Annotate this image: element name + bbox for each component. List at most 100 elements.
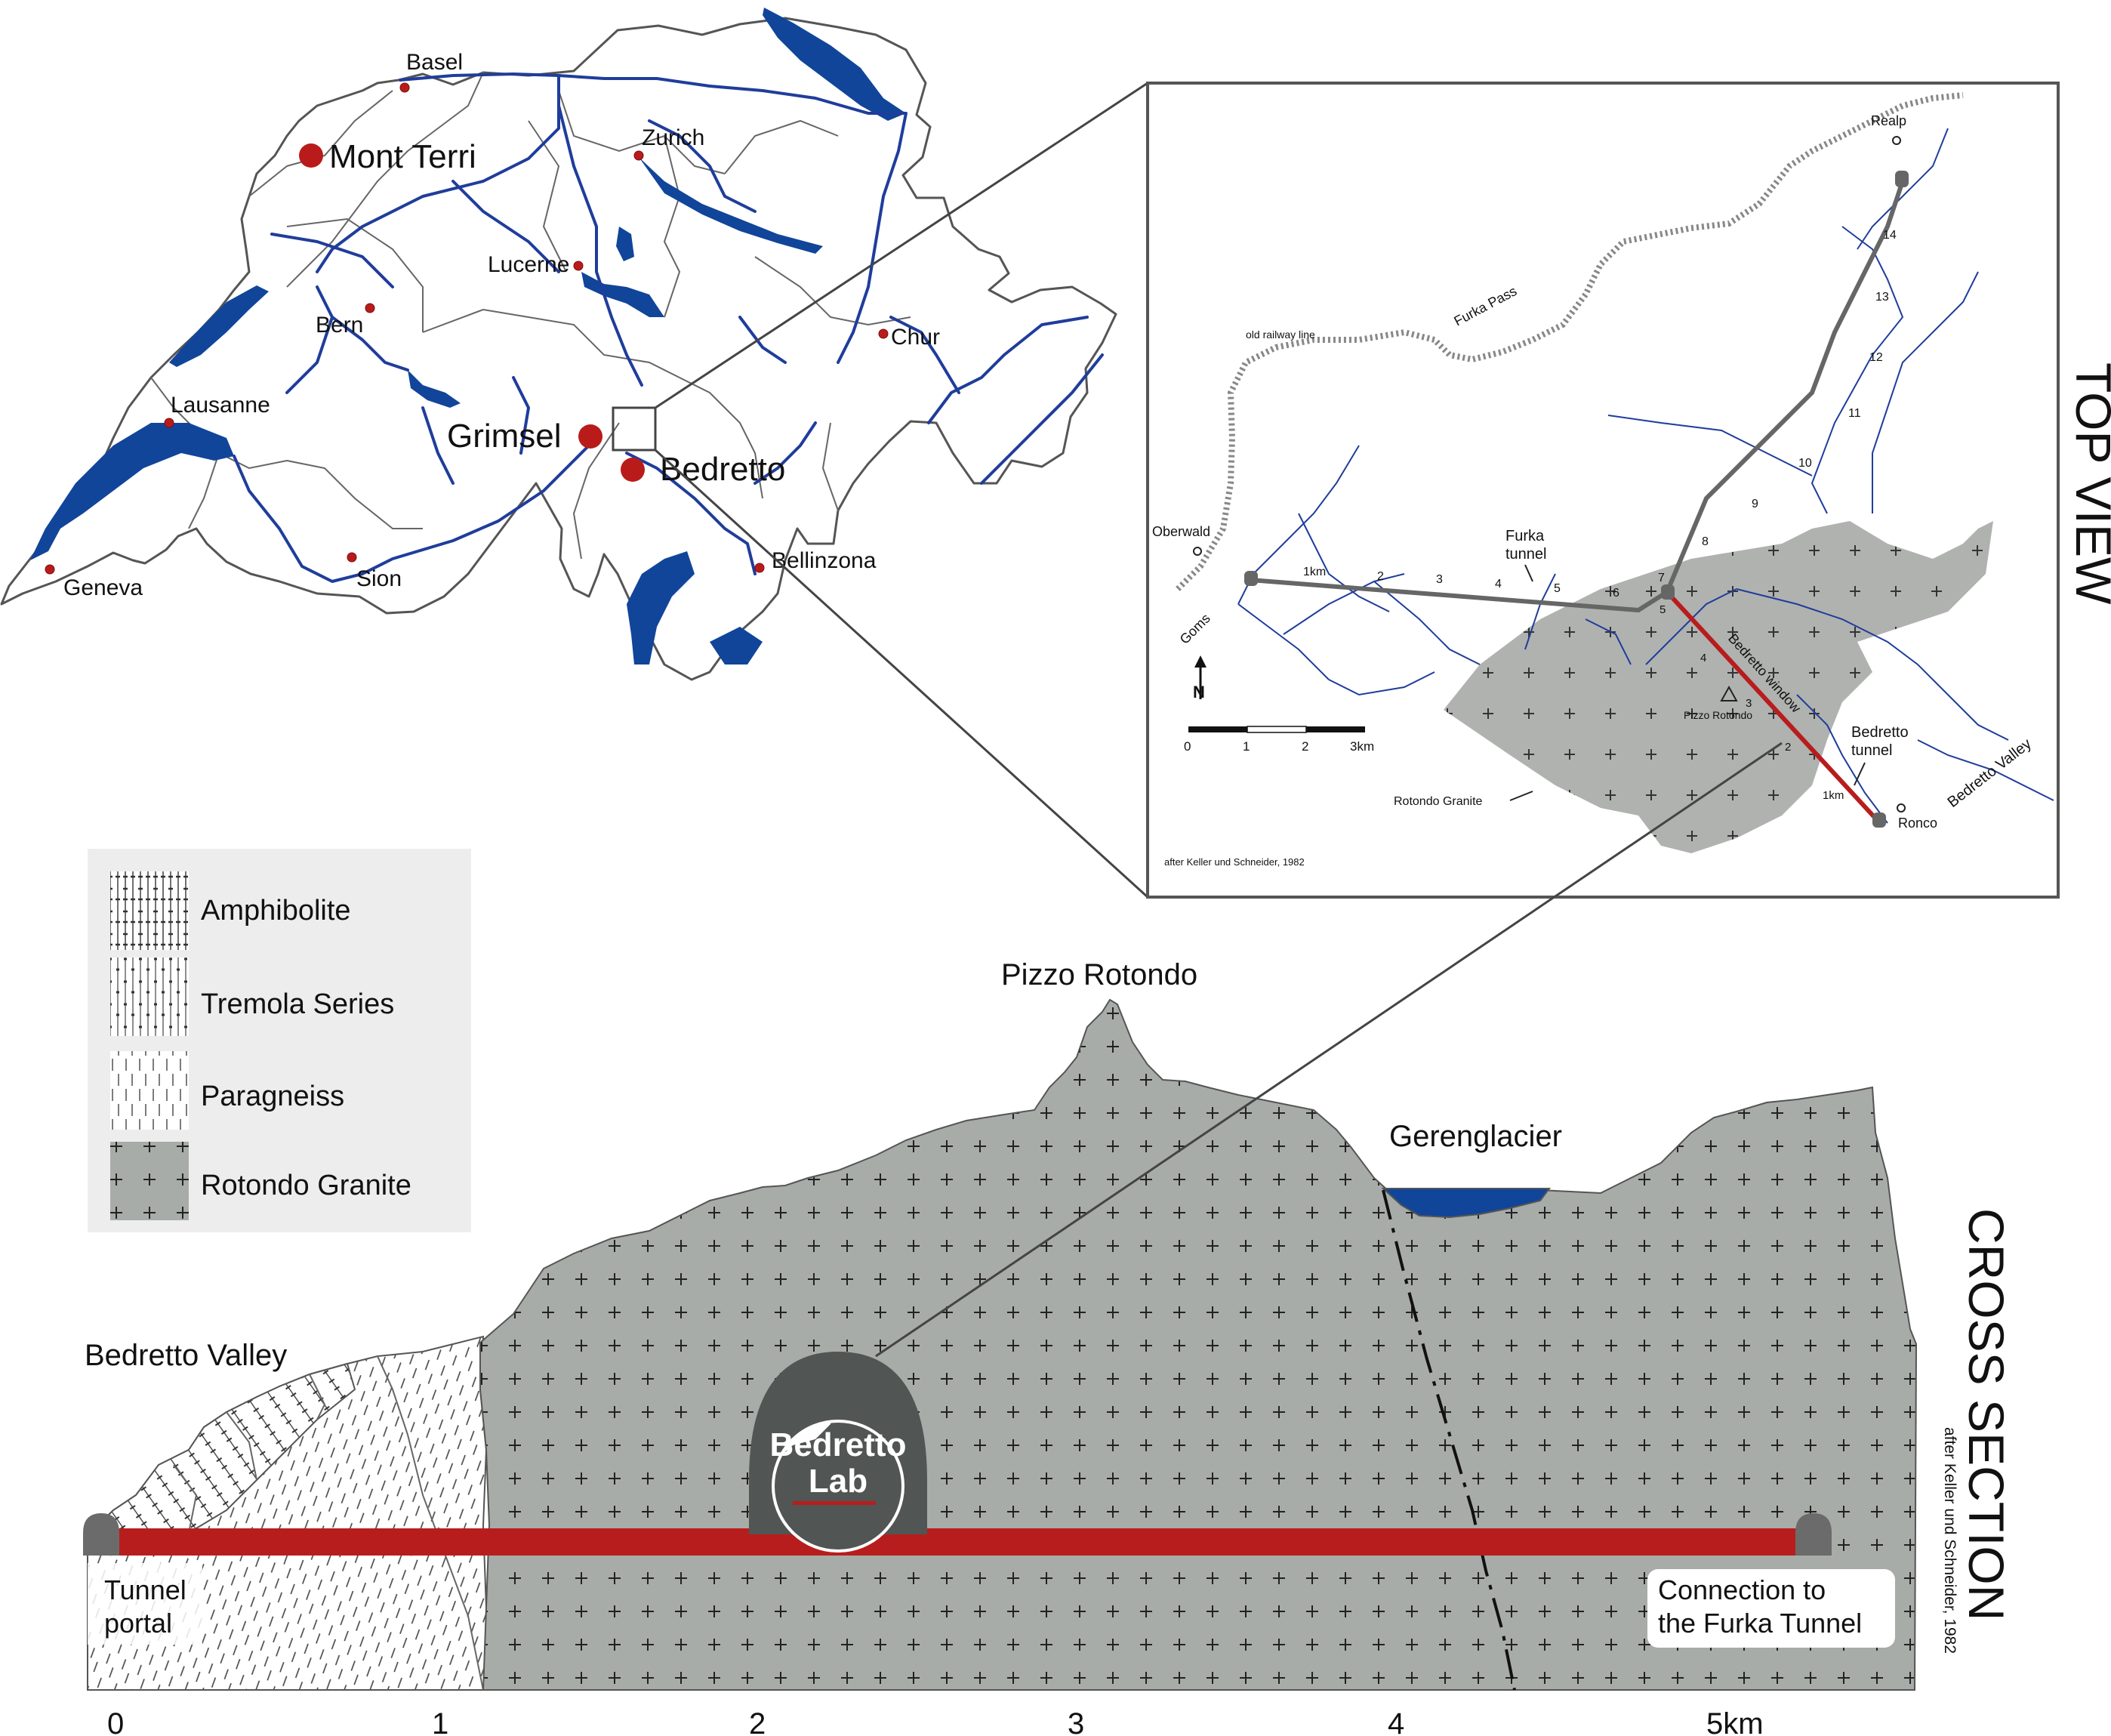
lab-dot-grimsel — [578, 424, 602, 449]
lake-geneva — [30, 423, 234, 560]
scale-bar: 0 1 2 3km — [1184, 726, 1374, 754]
bedretto-km-2: 2 — [1785, 741, 1791, 754]
furka-km-2: 2 — [1377, 570, 1384, 583]
furka-km-9: 9 — [1752, 498, 1758, 510]
ticino-river — [625, 452, 757, 575]
label-gerenglacier: Gerenglacier — [1389, 1120, 1562, 1153]
legend-label-tremola: Tremola Series — [201, 988, 394, 1020]
bedretto-km-4: 4 — [1700, 652, 1706, 664]
place-bedretto-tunnel-2: tunnel — [1851, 742, 1893, 759]
axis-tick-3: 3 — [1068, 1707, 1084, 1736]
axis-tick-2: 2 — [749, 1707, 766, 1736]
fault-line — [1382, 1189, 1516, 1691]
legend-swatch-rotondo — [110, 1142, 189, 1220]
bedretto-window-line — [1665, 590, 1881, 824]
furka-km-11: 11 — [1848, 407, 1861, 420]
switzerland-map: Basel Zurich Lucerne Bern Chur Lausanne … — [0, 8, 1117, 681]
place-ronco: Ronco — [1898, 816, 1937, 831]
tunnel-portal-left — [83, 1513, 119, 1556]
city-sion: Sion — [356, 566, 402, 591]
connection-label-box — [1647, 1569, 1895, 1648]
place-pizzo-rotondo: Pizzo Rotondo — [1684, 709, 1752, 721]
lake-neuchatel — [169, 285, 269, 367]
scale-0: 0 — [1184, 739, 1191, 754]
cross-section-title: CROSS SECTION — [1958, 1208, 2014, 1620]
lake-thun — [408, 370, 461, 408]
rhine-river — [399, 72, 908, 364]
legend-swatch-tremola — [110, 957, 189, 1036]
svg-text:N: N — [1193, 683, 1205, 701]
scale-3: 3km — [1350, 739, 1374, 754]
legend-label-rotondo: Rotondo Granite — [201, 1170, 411, 1201]
lab-dot-mont-terri — [299, 143, 323, 168]
tunnel-portal-right — [1795, 1513, 1832, 1556]
bedretto-km-1: 1km — [1823, 789, 1844, 802]
axis-tick-5: 5km — [1706, 1707, 1764, 1736]
place-bedretto-tunnel-1: Bedretto — [1851, 724, 1909, 741]
lab-badge-line1: Bedretto — [770, 1426, 907, 1463]
city-bern: Bern — [316, 313, 363, 338]
furka-km-12: 12 — [1869, 351, 1883, 364]
lake-constance — [763, 8, 906, 121]
city-chur: Chur — [891, 325, 940, 350]
place-furka-tunnel-2: tunnel — [1505, 546, 1547, 563]
place-old-railway: old railway line — [1246, 328, 1315, 341]
bedretto-km-3: 3 — [1746, 697, 1752, 710]
city-zurich: Zurich — [642, 125, 704, 150]
bedretto-lab-badge: Bedretto Lab — [749, 1351, 927, 1553]
rhone-river — [233, 444, 590, 583]
place-furka-tunnel-1: Furka — [1505, 528, 1545, 544]
city-basel: Basel — [406, 50, 463, 75]
place-realp: Realp — [1871, 113, 1906, 128]
furka-km-10: 10 — [1798, 457, 1812, 470]
legend-swatch-paragneiss — [110, 1051, 189, 1130]
lab-label-grimsel: Grimsel — [447, 418, 562, 455]
bedretto-km-5: 5 — [1660, 603, 1666, 616]
label-tunnel-portal-2: portal — [104, 1608, 172, 1639]
label-connection-2: the Furka Tunnel — [1658, 1608, 1862, 1639]
north-arrow: N — [1193, 655, 1207, 701]
place-oberwald: Oberwald — [1152, 524, 1210, 539]
lake-zurich — [639, 157, 823, 254]
lake-maggiore — [627, 551, 695, 664]
tunnel-portal-label-box — [88, 1563, 202, 1645]
furka-km-8: 8 — [1702, 535, 1709, 548]
furka-km-6: 6 — [1613, 587, 1619, 600]
furka-km-4: 4 — [1495, 578, 1502, 590]
axis-tick-0: 0 — [107, 1707, 124, 1736]
lab-dot-bedretto — [621, 458, 645, 482]
label-bedretto-valley: Bedretto Valley — [85, 1339, 287, 1372]
cross-section-credit: after Keller und Schneider, 1982 — [1941, 1427, 1958, 1654]
city-bellinzona: Bellinzona — [772, 548, 877, 573]
label-pizzo-rotondo: Pizzo Rotondo — [1001, 958, 1197, 991]
place-rotondo-granite: Rotondo Granite — [1394, 795, 1483, 808]
scale-2: 2 — [1302, 739, 1308, 754]
aare-river — [316, 74, 560, 273]
old-railway-line — [1176, 92, 1964, 591]
axis-tick-4: 4 — [1388, 1707, 1404, 1736]
furka-tunnel-line — [1250, 180, 1905, 613]
furka-km-13: 13 — [1875, 291, 1889, 304]
top-view-map: Realp Oberwald Ronco Pizzo Rotondo Roton… — [1146, 82, 2111, 899]
lab-label-bedretto: Bedretto — [660, 451, 785, 488]
gerenglacier — [1381, 1188, 1551, 1219]
city-lucerne: Lucerne — [488, 252, 569, 277]
city-geneva: Geneva — [63, 575, 143, 600]
rock-legend: Amphibolite Tremola Series Paragneiss Ro… — [88, 849, 471, 1232]
label-tunnel-portal-1: Tunnel — [104, 1574, 186, 1605]
furka-km-7: 7 — [1658, 572, 1665, 584]
city-lausanne: Lausanne — [171, 393, 270, 418]
lake-lugano — [710, 627, 763, 664]
furka-km-3: 3 — [1436, 573, 1443, 586]
legend-swatch-amphibolite — [110, 871, 189, 950]
top-view-credit: after Keller und Schneider, 1982 — [1164, 856, 1305, 868]
reuss-river — [557, 104, 643, 387]
legend-label-paragneiss: Paragneiss — [201, 1081, 344, 1112]
bedretto-highlight-box — [612, 406, 657, 452]
lake-lucerne — [581, 272, 664, 317]
cross-section: Bedretto Lab Pizzo Rotondo Gerenglacier … — [83, 742, 2014, 1736]
furka-km-14: 14 — [1883, 229, 1897, 242]
bedretto-tunnel-bar — [118, 1528, 1806, 1556]
lab-badge-line2: Lab — [809, 1463, 868, 1500]
